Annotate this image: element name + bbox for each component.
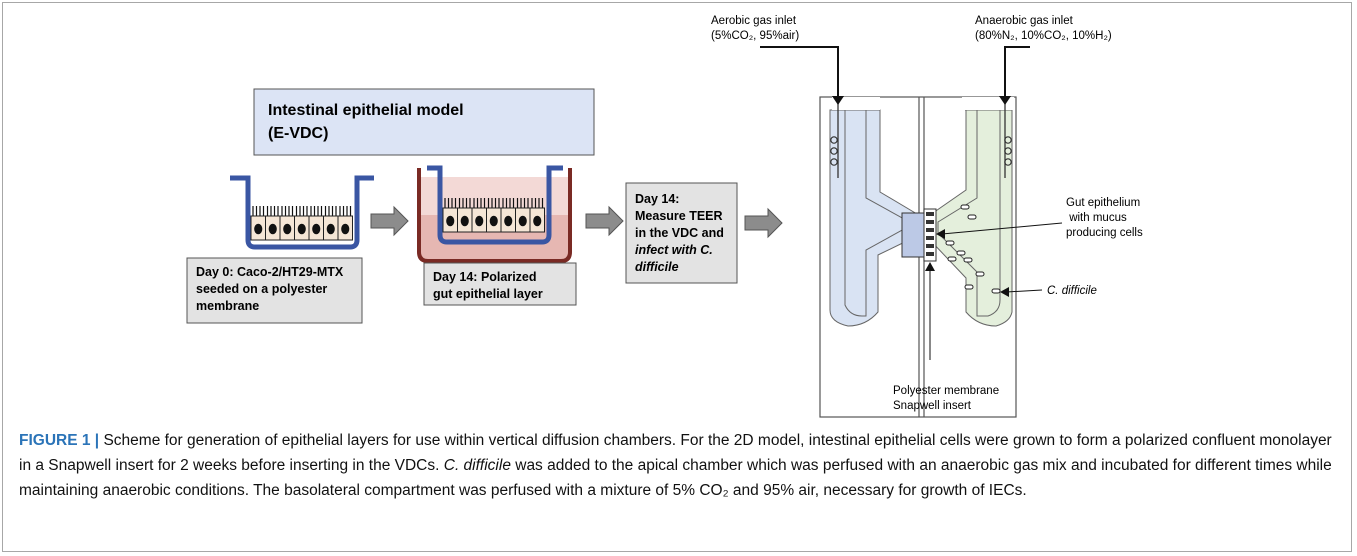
arrow-step3 bbox=[744, 207, 783, 239]
anaerobic-inlet-line1: Anaerobic gas inlet bbox=[975, 15, 1074, 27]
step3-line3: in the VDC and bbox=[635, 226, 724, 240]
cell-nucleus bbox=[446, 215, 455, 227]
step1-line2: seeded on a polyester bbox=[196, 282, 327, 296]
step3-line4: infect with C. bbox=[635, 243, 713, 257]
caption-organism: C. difficile bbox=[443, 457, 511, 474]
caption-text-1: Scheme for generation of epithelial laye… bbox=[19, 432, 1332, 474]
step2-line1: Day 14: Polarized bbox=[433, 270, 537, 284]
cell-monolayer-day14 bbox=[442, 198, 545, 233]
membrane-line2: Snapwell insert bbox=[893, 400, 972, 412]
anaerobic-inlet-line2: (80%N₂, 10%CO₂, 10%H₂) bbox=[975, 30, 1112, 42]
cell-nucleus bbox=[268, 223, 277, 235]
cell-nucleus bbox=[533, 215, 542, 227]
vertical-diffusion-chamber bbox=[819, 96, 1017, 418]
arrow-step2 bbox=[585, 205, 624, 237]
membrane-line1: Polyester membrane bbox=[893, 385, 999, 397]
model-title-box: Intestinal epithelial model (E-VDC) bbox=[253, 88, 595, 156]
caption-text-2: was added to the apical chamber which wa… bbox=[19, 457, 1332, 499]
snapwell-membrane-insert bbox=[901, 208, 937, 262]
gut-epithelium-line1: Gut epithelium bbox=[1066, 197, 1140, 209]
gas-bubbles bbox=[830, 136, 1012, 166]
insert-day0 bbox=[230, 175, 374, 250]
step1-line3: membrane bbox=[196, 299, 259, 313]
aerobic-inlet-line1: Aerobic gas inlet bbox=[711, 15, 797, 27]
cell-nucleus bbox=[254, 223, 263, 235]
cell-nucleus bbox=[489, 215, 498, 227]
label-box-day14: Day 14: Polarized gut epithelial layer bbox=[423, 262, 577, 306]
cell-nucleus bbox=[297, 223, 306, 235]
cell-nucleus bbox=[475, 215, 484, 227]
caption-label: FIGURE 1 | bbox=[19, 432, 100, 449]
arrow-step1 bbox=[370, 205, 409, 237]
well-day14 bbox=[417, 165, 572, 263]
step2-line2: gut epithelial layer bbox=[433, 287, 543, 301]
membrane-annotation: Polyester membrane Snapwell insert bbox=[893, 262, 999, 412]
step1-line1: Day 0: Caco-2/HT29-MTX bbox=[196, 265, 344, 279]
gut-epithelium-annotation: Gut epithelium with mucus producing cell… bbox=[936, 197, 1143, 239]
cell-nucleus bbox=[460, 215, 469, 227]
anaerobic-inlet-label: Anaerobic gas inlet (80%N₂, 10%CO₂, 10%H… bbox=[975, 15, 1112, 105]
cell-nucleus bbox=[326, 223, 335, 235]
gut-epithelium-line2: with mucus bbox=[1066, 212, 1127, 224]
figure-caption: FIGURE 1 | Scheme for generation of epit… bbox=[19, 428, 1339, 503]
step3-line2: Measure TEER bbox=[635, 209, 723, 223]
c-difficile-annotation: C. difficile bbox=[1000, 285, 1097, 297]
step3-line5: difficile bbox=[635, 260, 679, 274]
scheme-diagram: Intestinal epithelial model (E-VDC) Day … bbox=[186, 15, 1143, 418]
cell-nucleus bbox=[518, 215, 527, 227]
step3-line1: Day 14: bbox=[635, 192, 679, 206]
cell-nucleus bbox=[312, 223, 321, 235]
cell-nucleus bbox=[341, 223, 350, 235]
model-title-line2: (E-VDC) bbox=[268, 125, 328, 142]
c-difficile-label: C. difficile bbox=[1047, 285, 1097, 297]
c-difficile-bacteria bbox=[945, 204, 1001, 294]
model-title-line1: Intestinal epithelial model bbox=[268, 102, 464, 119]
cell-monolayer-day0 bbox=[250, 206, 353, 241]
cell-nucleus bbox=[283, 223, 292, 235]
label-box-day0: Day 0: Caco-2/HT29-MTX seeded on a polye… bbox=[186, 257, 363, 324]
aerobic-inlet-label: Aerobic gas inlet (5%CO₂, 95%air) bbox=[711, 15, 844, 105]
gut-epithelium-line3: producing cells bbox=[1066, 227, 1143, 239]
aerobic-inlet-line2: (5%CO₂, 95%air) bbox=[711, 30, 799, 42]
label-box-infect: Day 14: Measure TEER in the VDC and infe… bbox=[625, 182, 738, 284]
cell-nucleus bbox=[504, 215, 513, 227]
basolateral-chamber bbox=[829, 109, 918, 327]
